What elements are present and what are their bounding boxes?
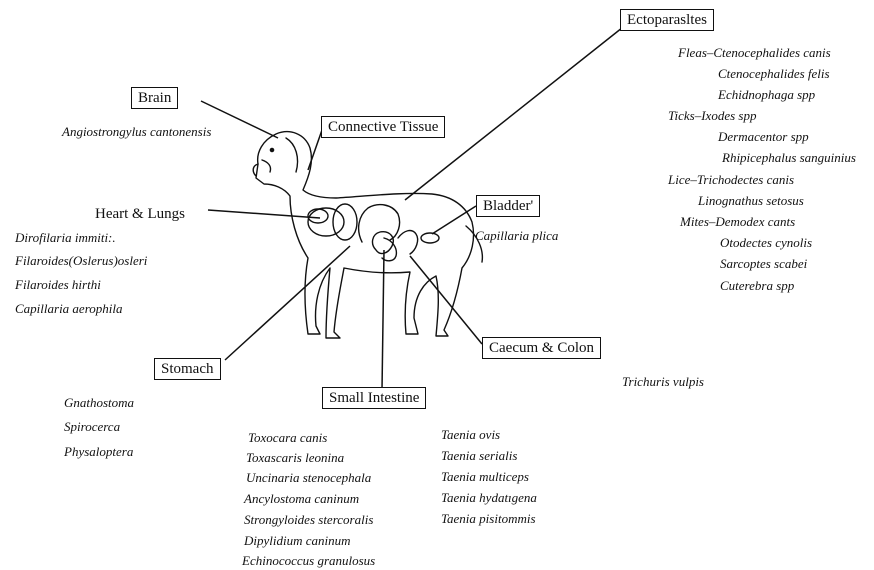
label-small-intestine: Small Intestine [322, 387, 426, 409]
label-bladder: Bladder' [476, 195, 540, 217]
list-item: Fleas–Ctenocephalides canis [678, 46, 831, 60]
label-ectoparasites: Ectoparasltes [620, 9, 714, 31]
label-heart-lungs: Heart & Lungs [89, 204, 191, 224]
list-item: Linognathus setosus [698, 194, 804, 208]
bladder-parasite: Capillaria plica [475, 229, 558, 243]
list-item: Toxascaris leonina [246, 451, 344, 465]
list-item: Taenia pisitommis [441, 512, 536, 526]
list-item: Dermacentor spp [718, 130, 809, 144]
list-item: Dipylidium caninum [244, 534, 351, 548]
list-item: Taenia multiceps [441, 470, 529, 484]
list-item: Dirofilaria immiti:. [15, 231, 116, 245]
list-item: Physaloptera [64, 445, 133, 459]
list-item: Strongyloides stercoralis [244, 513, 373, 527]
list-item: Filaroides hirthi [15, 278, 101, 292]
list-item: Spirocerca [64, 420, 120, 434]
dog-illustration [253, 132, 482, 338]
list-item: Mites–Demodex cants [680, 215, 795, 229]
list-item: Taenia serialis [441, 449, 517, 463]
list-item: Gnathostoma [64, 396, 134, 410]
list-item: Filaroides(Oslerus)osleri [15, 254, 147, 268]
list-item: Ticks–Ixodes spp [668, 109, 756, 123]
list-item: Rhipicephalus sanguinius [722, 151, 856, 165]
list-item: Ctenocephalides felis [718, 67, 830, 81]
list-item: Cuterebra spp [720, 279, 794, 293]
list-item: Capillaria aerophila [15, 302, 123, 316]
list-item: Echinococcus granulosus [242, 554, 375, 568]
list-item: Uncinaria stenocephala [246, 471, 371, 485]
list-item: Lice–Trichodectes canis [668, 173, 794, 187]
label-connective-tissue: Connective Tissue [321, 116, 445, 138]
list-item: Echidnophaga spp [718, 88, 815, 102]
label-brain: Brain [131, 87, 178, 109]
list-item: Taenia hydatıgena [441, 491, 537, 505]
list-item: Ancylostoma caninum [244, 492, 359, 506]
brain-parasite: Angiostrongylus cantonensis [62, 125, 211, 139]
label-caecum-colon: Caecum & Colon [482, 337, 601, 359]
list-item: Sarcoptes scabei [720, 257, 807, 271]
caecum-parasite: Trichuris vulpis [622, 375, 704, 389]
list-item: Otodectes cynolis [720, 236, 812, 250]
list-item: Taenia ovis [441, 428, 500, 442]
list-item: Toxocara canis [248, 431, 327, 445]
label-stomach: Stomach [154, 358, 221, 380]
